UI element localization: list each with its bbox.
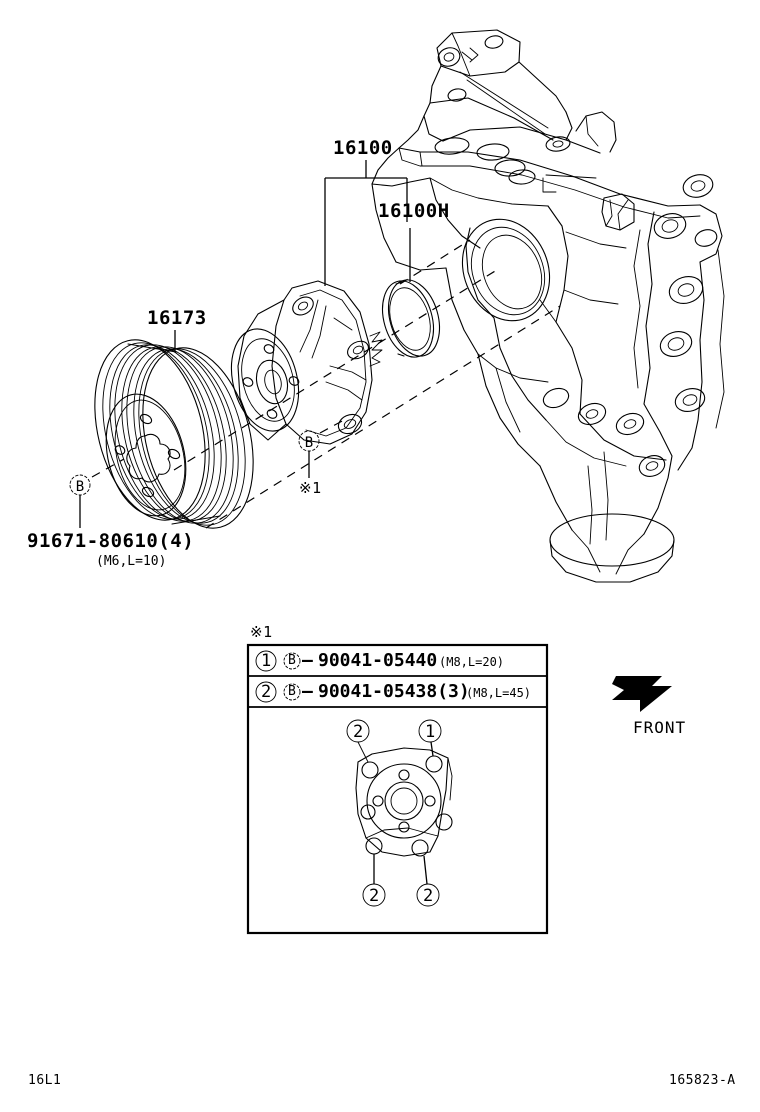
- legend-figure-callout-top-left: 2: [353, 722, 364, 742]
- legend-row-1-spec: (M8,L=20): [439, 655, 505, 669]
- legend-row-2-part-number: 90041-05438(3): [318, 681, 470, 702]
- bolt-spec-label: (M6,L=10): [96, 554, 167, 569]
- footer-drawing-number: 165823-A: [669, 1073, 736, 1088]
- legend-row-2-dash: —: [302, 681, 313, 702]
- footer-section-code: 16L1: [28, 1073, 62, 1088]
- engine-block-illustration: [371, 29, 725, 583]
- water-pump-body: [230, 280, 383, 445]
- legend-figure-callout-bottom-left: 2: [369, 886, 380, 906]
- svg-text:B: B: [76, 479, 84, 495]
- legend-figure-callout-top-right: 1: [425, 722, 436, 742]
- water-pump-oring-gasket: [381, 279, 441, 358]
- legend-box: [246, 643, 549, 935]
- legend-row-1-symbol: B: [288, 653, 296, 668]
- legend-figure-callouts: [346, 719, 442, 907]
- legend-figure-callout-bottom-right: 2: [423, 886, 434, 906]
- callout-label-16100h: 16100H: [378, 200, 450, 222]
- legend-row-1-dash: —: [302, 650, 313, 671]
- pulley-bolt-symbol-group: B: [69, 458, 125, 528]
- water-pump-pulley: [94, 339, 254, 529]
- legend-row-2-spec: (M8,L=45): [466, 686, 532, 700]
- callout-label-16173: 16173: [147, 307, 207, 329]
- legend-row-2-index: 2: [261, 682, 272, 702]
- legend-row-1-part-number: 90041-05440: [318, 650, 438, 671]
- pump-reference-mark: ※1: [299, 479, 322, 497]
- legend-reference-mark: ※1: [250, 623, 273, 641]
- bolt-part-number-label: 91671-80610(4): [27, 530, 195, 552]
- front-arrow-label: FRONT: [633, 718, 687, 737]
- assembly-axis-dashed-lines: [173, 239, 561, 529]
- front-direction-arrow: [612, 676, 672, 712]
- callout-leader-lines: [174, 160, 411, 352]
- legend-row-1-index: 1: [261, 651, 272, 671]
- svg-text:B: B: [305, 435, 313, 451]
- pump-bolt-symbol-group: B: [298, 419, 345, 478]
- callout-label-16100: 16100: [333, 137, 393, 159]
- legend-pump-plate-figure: [355, 747, 453, 857]
- legend-row-2-symbol: B: [288, 684, 296, 699]
